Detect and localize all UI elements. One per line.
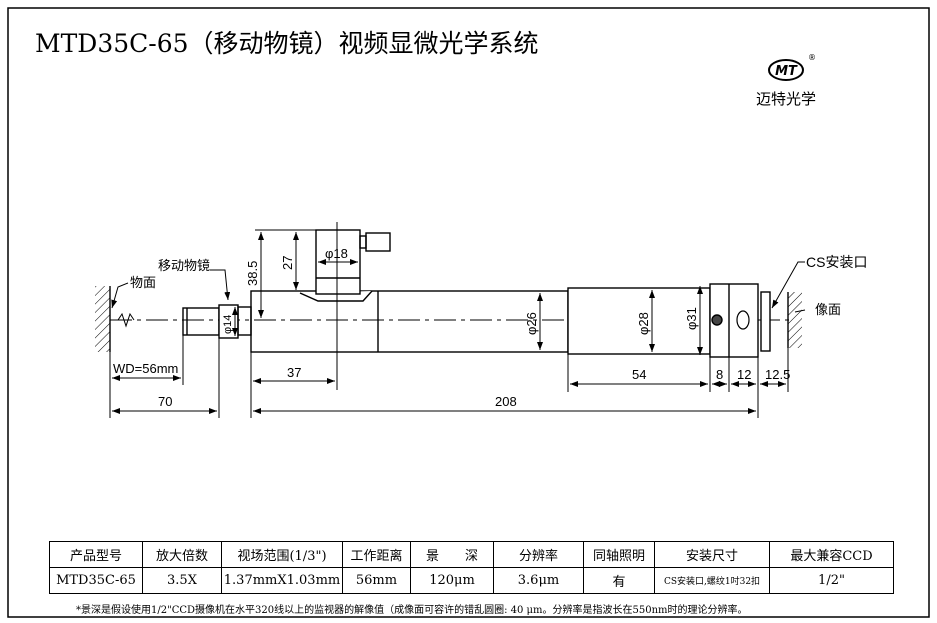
header-cell: 最大兼容CCD <box>769 541 894 568</box>
dim-38-5-label: 38.5 <box>245 261 260 286</box>
moving-objective-label: 移动物镜 <box>158 259 210 274</box>
objective-barrel <box>182 307 220 336</box>
screw-icon <box>711 314 723 326</box>
cell-mount: CS安装口,螺纹1吋32扣 <box>654 567 770 594</box>
cell-working-distance: 56mm <box>342 567 411 594</box>
cell-depth-of-field: 120μm <box>410 567 494 594</box>
dim-27-label: 27 <box>280 256 295 270</box>
cell-coaxial-illumination: 有 <box>583 567 655 594</box>
dim-208-label: 208 <box>495 394 517 409</box>
dimension-lines <box>109 229 806 418</box>
cell-max-ccd: 1/2" <box>769 567 894 594</box>
cs-mount-label: CS安装口 <box>806 254 867 270</box>
logo-ellipse <box>768 59 804 81</box>
object-plane-leader <box>111 282 129 309</box>
phi14-label: φ14 <box>222 315 234 334</box>
drawing-title: MTD35C-65（移动物镜）视频显微光学系统 <box>35 29 539 58</box>
phi18-label: φ18 <box>325 246 348 261</box>
dim-37-label: 37 <box>287 365 301 380</box>
header-cell: 工作距离 <box>342 541 411 568</box>
table-row: MTD35C-65 3.5X 1.37mmX1.03mm 56mm 120μm … <box>49 567 894 594</box>
object-plane-hatch <box>95 286 110 352</box>
image-plane-leader <box>794 309 806 313</box>
dim-12-5-label: 12.5 <box>765 367 790 382</box>
phi28-label: φ28 <box>636 312 651 335</box>
wd-label: WD=56mm <box>113 361 178 376</box>
knob-icon <box>365 232 391 252</box>
header-cell: 景 深 <box>410 541 494 568</box>
registered-mark: ® <box>808 53 816 62</box>
spec-table: 产品型号 放大倍数 视场范围(1/3") 工作距离 景 深 分辨率 同轴照明 安… <box>49 541 894 594</box>
object-plane-label: 物面 <box>130 276 156 291</box>
cell-model: MTD35C-65 <box>49 567 143 594</box>
main-tube <box>250 290 569 353</box>
header-cell: 放大倍数 <box>142 541 222 568</box>
dim-54-label: 54 <box>632 367 646 382</box>
lens-body <box>95 222 802 390</box>
knob-stem <box>359 235 367 249</box>
header-cell: 分辨率 <box>493 541 584 568</box>
mt-logo: MT ® 迈特光学 <box>756 53 816 108</box>
moving-objective-leader <box>210 269 231 301</box>
logo-mark: MT <box>775 64 798 79</box>
cell-resolution: 3.6μm <box>493 567 584 594</box>
header-cell: 同轴照明 <box>583 541 655 568</box>
dim-70-label: 70 <box>158 394 172 409</box>
phi26-label: φ26 <box>524 312 539 335</box>
footnote: *景深是假设使用1/2"CCD摄像机在水平320线以上的监视器的解像值（成像面可… <box>76 605 748 616</box>
cs-mount <box>760 291 771 352</box>
dim-8-label: 8 <box>716 367 723 382</box>
cell-field-of-view: 1.37mmX1.03mm <box>221 567 343 594</box>
header-cell: 视场范围(1/3") <box>221 541 343 568</box>
logo-name: 迈特光学 <box>756 90 816 108</box>
header-cell: 产品型号 <box>49 541 143 568</box>
break-symbol <box>110 312 135 328</box>
cs-mount-leader <box>771 261 805 309</box>
frame-border <box>7 7 930 618</box>
header-cell: 安装尺寸 <box>654 541 770 568</box>
objective-stub <box>237 306 252 336</box>
phi31-label: φ31 <box>684 307 699 330</box>
cell-magnification: 3.5X <box>142 567 222 594</box>
table-header-row: 产品型号 放大倍数 视场范围(1/3") 工作距离 景 深 分辨率 同轴照明 安… <box>49 541 894 568</box>
mt-mark-icon <box>736 310 750 330</box>
dimension-labels: WD=56mm 70 37 208 54 8 12 12.5 φ18 38.5 … <box>113 246 867 409</box>
image-plane-hatch <box>788 292 802 348</box>
image-plane-label: 像面 <box>815 303 841 318</box>
dim-12-label: 12 <box>737 367 751 382</box>
